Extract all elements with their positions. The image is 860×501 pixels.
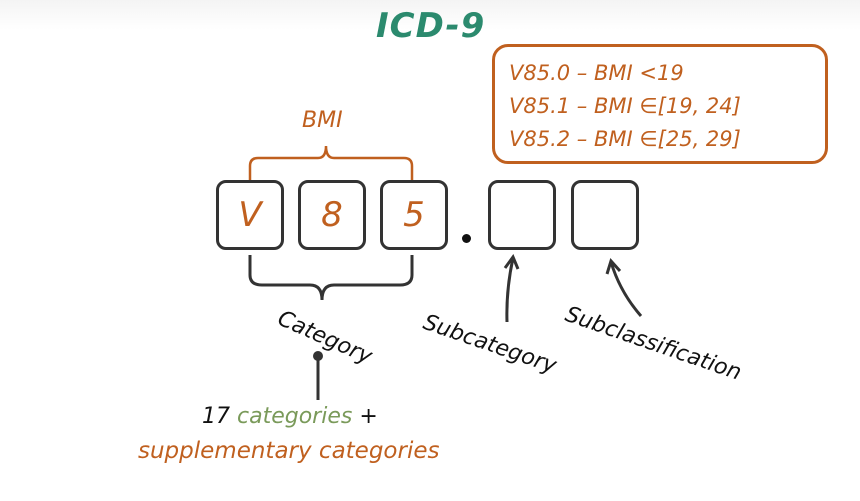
category-count: 17	[202, 404, 230, 429]
subcategory-arrow	[505, 257, 515, 323]
code-box-subcategory	[488, 180, 556, 250]
range-line-v85-1: V85.1 – BMI ∈[19, 24]	[509, 94, 741, 118]
code-box-3: 5	[380, 180, 448, 250]
bmi-brace-label: BMI	[302, 108, 343, 133]
code-char-1: V	[238, 195, 262, 235]
decimal-separator	[462, 234, 471, 243]
code-box-subclassification	[571, 180, 639, 250]
code-box-1: V	[216, 180, 284, 250]
code-box-2: 8	[298, 180, 366, 250]
diagram-title: ICD-9	[376, 6, 486, 46]
supplementary-categories-text: supplementary categories	[138, 438, 440, 464]
range-line-v85-2: V85.2 – BMI ∈[25, 29]	[509, 127, 741, 151]
category-count-line: 17 categories +	[202, 404, 378, 429]
plus-sign: +	[359, 404, 378, 429]
code-char-2: 8	[321, 195, 343, 235]
categories-word: categories	[237, 404, 353, 429]
code-char-3: 5	[403, 195, 425, 235]
bmi-range-box: V85.0 – BMI <19 V85.1 – BMI ∈[19, 24] V8…	[492, 44, 828, 164]
bmi-brace	[248, 145, 414, 180]
category-brace	[248, 255, 414, 301]
range-line-v85-0: V85.0 – BMI <19	[509, 61, 684, 85]
subclassification-arrow	[609, 261, 643, 317]
